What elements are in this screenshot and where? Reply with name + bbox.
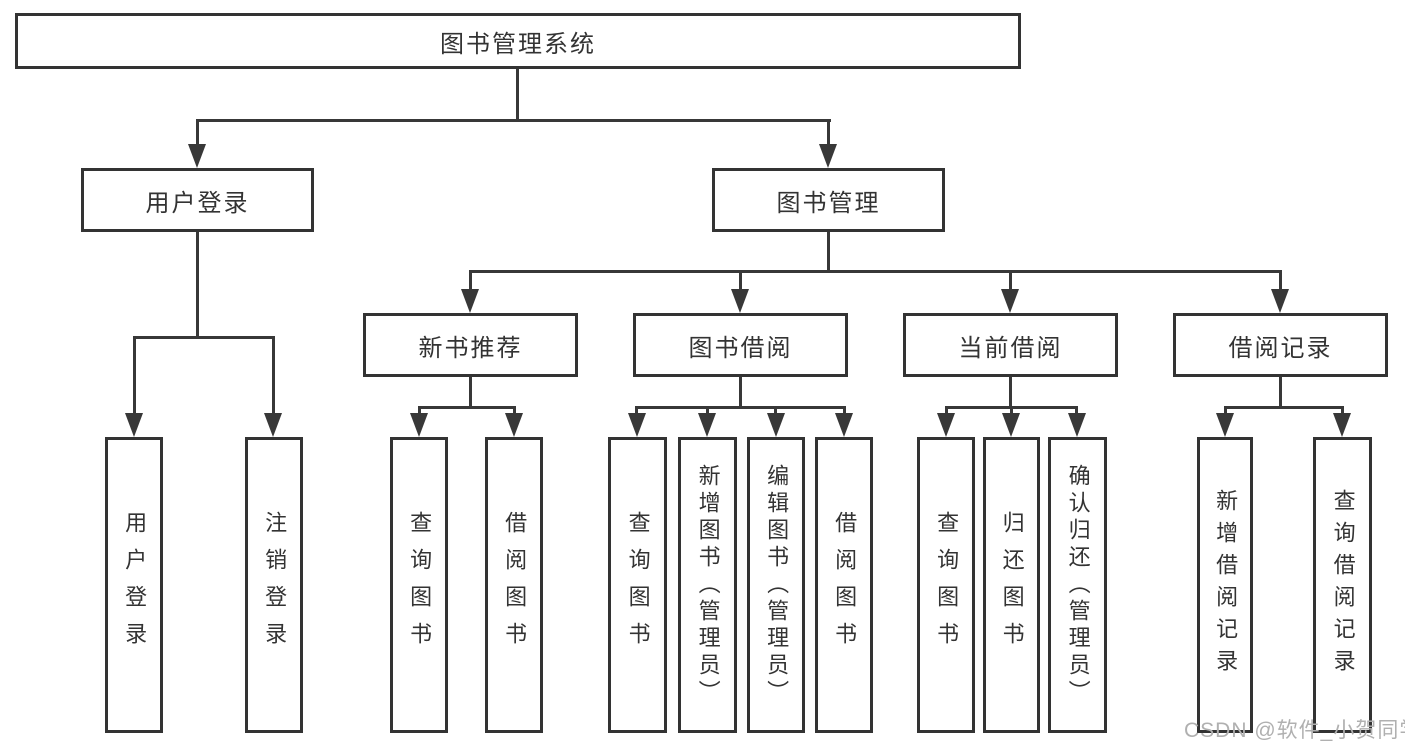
node-book-management: 图书管理 xyxy=(712,168,945,232)
connector-line xyxy=(418,406,516,409)
node-label: 用户登录 xyxy=(145,189,250,217)
connector-line xyxy=(418,406,421,416)
arrow-down-icon xyxy=(410,413,428,437)
connector-line xyxy=(516,69,519,122)
leaf-label: 查询图书 xyxy=(407,511,433,659)
arrow-down-icon xyxy=(505,413,523,437)
arrow-down-icon xyxy=(731,289,749,313)
connector-line xyxy=(1009,270,1012,292)
connector-line xyxy=(706,406,709,416)
connector-line xyxy=(739,270,742,292)
connector-line xyxy=(774,406,777,416)
connector-line xyxy=(635,406,638,416)
connector-line xyxy=(739,377,742,408)
arrow-down-icon xyxy=(767,413,785,437)
connector-line xyxy=(843,406,846,416)
connector-line xyxy=(272,336,275,414)
leaf-label: 新增图书（管理员） xyxy=(695,463,721,707)
connector-line xyxy=(1224,406,1227,416)
connector-line xyxy=(469,377,472,408)
leaf-label: 确认归还（管理员） xyxy=(1065,463,1091,707)
leaf-borrow-books-recommend: 借阅图书 xyxy=(485,437,543,733)
connector-line xyxy=(133,336,136,414)
node-label: 图书管理系统 xyxy=(440,30,596,58)
leaf-label: 借阅图书 xyxy=(832,511,858,659)
leaf-add-borrow-record: 新增借阅记录 xyxy=(1197,437,1253,733)
arrow-down-icon xyxy=(937,413,955,437)
leaf-logout: 注销登录 xyxy=(245,437,303,733)
leaf-label: 用户登录 xyxy=(122,511,148,659)
leaf-label: 新增借阅记录 xyxy=(1213,489,1239,681)
arrow-down-icon xyxy=(698,413,716,437)
node-label: 当前借阅 xyxy=(958,334,1063,362)
node-label: 图书借阅 xyxy=(688,334,793,362)
leaf-query-books-current: 查询图书 xyxy=(917,437,975,733)
connector-line xyxy=(469,270,1282,273)
node-label: 借阅记录 xyxy=(1228,334,1333,362)
leaf-label: 归还图书 xyxy=(999,511,1025,659)
arrow-down-icon xyxy=(264,413,282,437)
csdn-watermark: CSDN @软件_小贺同学 xyxy=(1184,719,1405,742)
arrow-down-icon xyxy=(835,413,853,437)
connector-line xyxy=(1279,377,1282,408)
connector-line xyxy=(1279,270,1282,292)
connector-line xyxy=(196,232,199,339)
arrow-down-icon xyxy=(819,144,837,168)
leaf-user-login: 用户登录 xyxy=(105,437,163,733)
connector-line xyxy=(1009,377,1012,408)
connector-line xyxy=(196,119,831,122)
connector-line xyxy=(133,336,275,339)
node-current-borrowing: 当前借阅 xyxy=(903,313,1118,377)
leaf-label: 查询图书 xyxy=(934,511,960,659)
arrow-down-icon xyxy=(461,289,479,313)
connector-line xyxy=(1341,406,1344,416)
node-label: 新书推荐 xyxy=(418,334,523,362)
connector-line xyxy=(1224,406,1343,409)
leaf-label: 查询图书 xyxy=(625,511,651,659)
leaf-query-books-borrowing: 查询图书 xyxy=(608,437,667,733)
arrow-down-icon xyxy=(1001,289,1019,313)
leaf-label: 注销登录 xyxy=(262,511,288,659)
leaf-edit-books-admin: 编辑图书（管理员） xyxy=(747,437,805,733)
node-borrow-records: 借阅记录 xyxy=(1173,313,1388,377)
connector-line xyxy=(827,232,830,273)
connector-line xyxy=(513,406,516,416)
node-label: 图书管理 xyxy=(776,189,881,217)
node-user-login: 用户登录 xyxy=(81,168,314,232)
leaf-query-books-recommend: 查询图书 xyxy=(390,437,448,733)
arrow-down-icon xyxy=(1216,413,1234,437)
arrow-down-icon xyxy=(1333,413,1351,437)
leaf-return-books: 归还图书 xyxy=(983,437,1040,733)
arrow-down-icon xyxy=(188,144,206,168)
leaf-add-books-admin: 新增图书（管理员） xyxy=(678,437,737,733)
arrow-down-icon xyxy=(1068,413,1086,437)
arrow-down-icon xyxy=(1002,413,1020,437)
connector-line xyxy=(469,270,472,292)
leaf-borrow-books-borrowing: 借阅图书 xyxy=(815,437,873,733)
leaf-confirm-return-admin: 确认归还（管理员） xyxy=(1048,437,1107,733)
leaf-label: 查询借阅记录 xyxy=(1330,489,1356,681)
connector-line xyxy=(635,406,846,409)
leaf-query-borrow-record: 查询借阅记录 xyxy=(1313,437,1372,733)
node-book-borrowing: 图书借阅 xyxy=(633,313,848,377)
node-library-management-system: 图书管理系统 xyxy=(15,13,1021,69)
leaf-label: 借阅图书 xyxy=(502,511,528,659)
arrow-down-icon xyxy=(1271,289,1289,313)
leaf-label: 编辑图书（管理员） xyxy=(764,463,790,707)
arrow-down-icon xyxy=(628,413,646,437)
connector-line xyxy=(827,119,830,147)
connector-line xyxy=(196,119,199,147)
connector-line xyxy=(1010,406,1013,416)
arrow-down-icon xyxy=(125,413,143,437)
connector-line xyxy=(945,406,948,416)
connector-line xyxy=(1075,406,1078,416)
node-new-book-recommend: 新书推荐 xyxy=(363,313,578,377)
